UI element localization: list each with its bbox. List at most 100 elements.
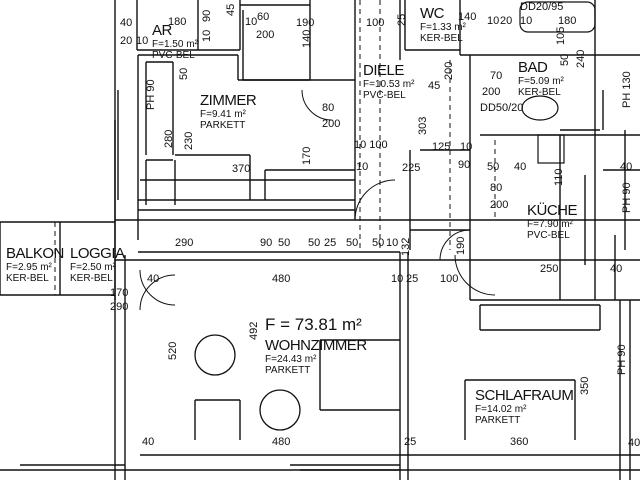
room-floor: PARKETT — [200, 120, 245, 131]
dimension-label: PH 130 — [621, 71, 633, 108]
dimension-label: 190 — [455, 237, 467, 255]
room-name: BAD — [518, 59, 548, 76]
dimension-label: 10 — [460, 141, 472, 153]
room-name: LOGGIA — [70, 245, 125, 262]
dimension-label: 10 — [391, 273, 403, 285]
dimension-label: 480 — [272, 273, 290, 285]
dimension-label: 40 — [142, 436, 154, 448]
dimension-label: 200 — [322, 118, 340, 130]
dimension-label: 20 — [120, 35, 132, 47]
dimension-label: 290 — [175, 237, 193, 249]
dimension-label: DD20/95 — [520, 1, 563, 13]
room-floor: KER-BEL — [70, 273, 113, 284]
room-name: ZIMMER — [200, 92, 257, 109]
dimension-label: 70 — [490, 70, 502, 82]
room-area: F=7.90 m² — [527, 219, 574, 230]
dimension-label: 40 — [620, 161, 632, 173]
dimension-label: PH 90 — [621, 182, 633, 213]
dimension-label: 200 — [256, 29, 274, 41]
dimension-label: 10 — [136, 35, 148, 47]
dimension-label: 200 — [443, 62, 455, 80]
stove-icon — [537, 134, 565, 164]
dimension-label: 290 — [110, 301, 128, 313]
dimension-label: 200 — [482, 86, 500, 98]
dimension-label: 50 — [278, 237, 290, 249]
dimension-label: PH 90 — [145, 79, 157, 110]
dimension-label: 520 — [167, 342, 179, 360]
dimension-label: 25 — [396, 14, 408, 26]
dimension-label: 10 100 — [354, 139, 388, 151]
dimension-label: 50 — [559, 54, 571, 66]
dimension-label: 60 — [257, 11, 269, 23]
door-swing — [301, 89, 333, 121]
dimension-label: 90 — [201, 10, 213, 22]
dimension-label: 190 — [296, 17, 314, 29]
dimension-label: 280 — [163, 130, 175, 148]
room-area: F=24.43 m² — [265, 354, 317, 365]
room-area: F=5.09 m² — [518, 76, 565, 87]
dimension-label: 100 — [440, 273, 458, 285]
room-name: WC — [420, 5, 445, 22]
bathtub-icon — [519, 1, 596, 33]
room-floor: PVC-BEL — [152, 50, 195, 61]
dimension-label: 180 — [558, 15, 576, 27]
room-area: F=2.50 m² — [70, 262, 117, 273]
dimension-label: 240 — [575, 50, 587, 68]
room-name: KÜCHE — [527, 201, 578, 219]
room-floor: PVC-BEL — [527, 230, 570, 241]
dimension-label: 250 — [540, 263, 558, 275]
door-swing — [354, 179, 396, 221]
dimension-label: 225 — [402, 162, 420, 174]
room-name: SCHLAFRAUM — [475, 387, 573, 404]
dimension-label: PH 90 — [616, 344, 628, 375]
dimension-label: 303 — [417, 117, 429, 135]
dimension-label: 40 — [147, 273, 159, 285]
dimension-label: 10 — [245, 16, 257, 28]
dimension-label: 180 — [168, 16, 186, 28]
dimension-label: 50 — [308, 237, 320, 249]
door-swing — [139, 274, 176, 311]
dimension-label: 200 — [490, 199, 508, 211]
dimension-label: 170 — [110, 287, 128, 299]
dimension-label: 45 — [428, 80, 440, 92]
room-name: DIELE — [363, 62, 404, 79]
dimension-label: 40 — [120, 17, 132, 29]
dimension-label: 350 — [579, 377, 591, 395]
room-area: F=9.41 m² — [200, 109, 247, 120]
dimension-label: 50 — [487, 161, 499, 173]
dimension-label: 480 — [272, 436, 290, 448]
dimension-label: 25 — [404, 436, 416, 448]
dimension-label: 25 — [324, 237, 336, 249]
room-area: F=2.95 m² — [6, 262, 53, 273]
dimension-label: 40 — [628, 437, 640, 449]
dimension-label: 10 — [201, 30, 213, 42]
room-area: F=1.33 m² — [420, 22, 467, 33]
dimension-label: 45 — [225, 4, 237, 16]
room-floor: KER-BEL — [6, 273, 49, 284]
dimension-label: DD50/20 — [480, 102, 523, 114]
chair-icon — [194, 334, 236, 376]
room-floor: KER-BEL — [518, 87, 561, 98]
door-swing — [139, 269, 176, 306]
dimension-label: 10 — [520, 15, 532, 27]
dimension-label: 140 — [458, 11, 476, 23]
dimension-label: 105 — [555, 27, 567, 45]
room-floor: PARKETT — [475, 415, 520, 426]
dimension-label: 25 — [406, 273, 418, 285]
dimension-label: 370 — [232, 163, 250, 175]
door-swing — [454, 254, 496, 296]
dimension-label: 492 — [248, 322, 260, 340]
total-area: F = 73.81 m² — [265, 315, 362, 334]
dimension-label: 140 — [301, 30, 313, 48]
